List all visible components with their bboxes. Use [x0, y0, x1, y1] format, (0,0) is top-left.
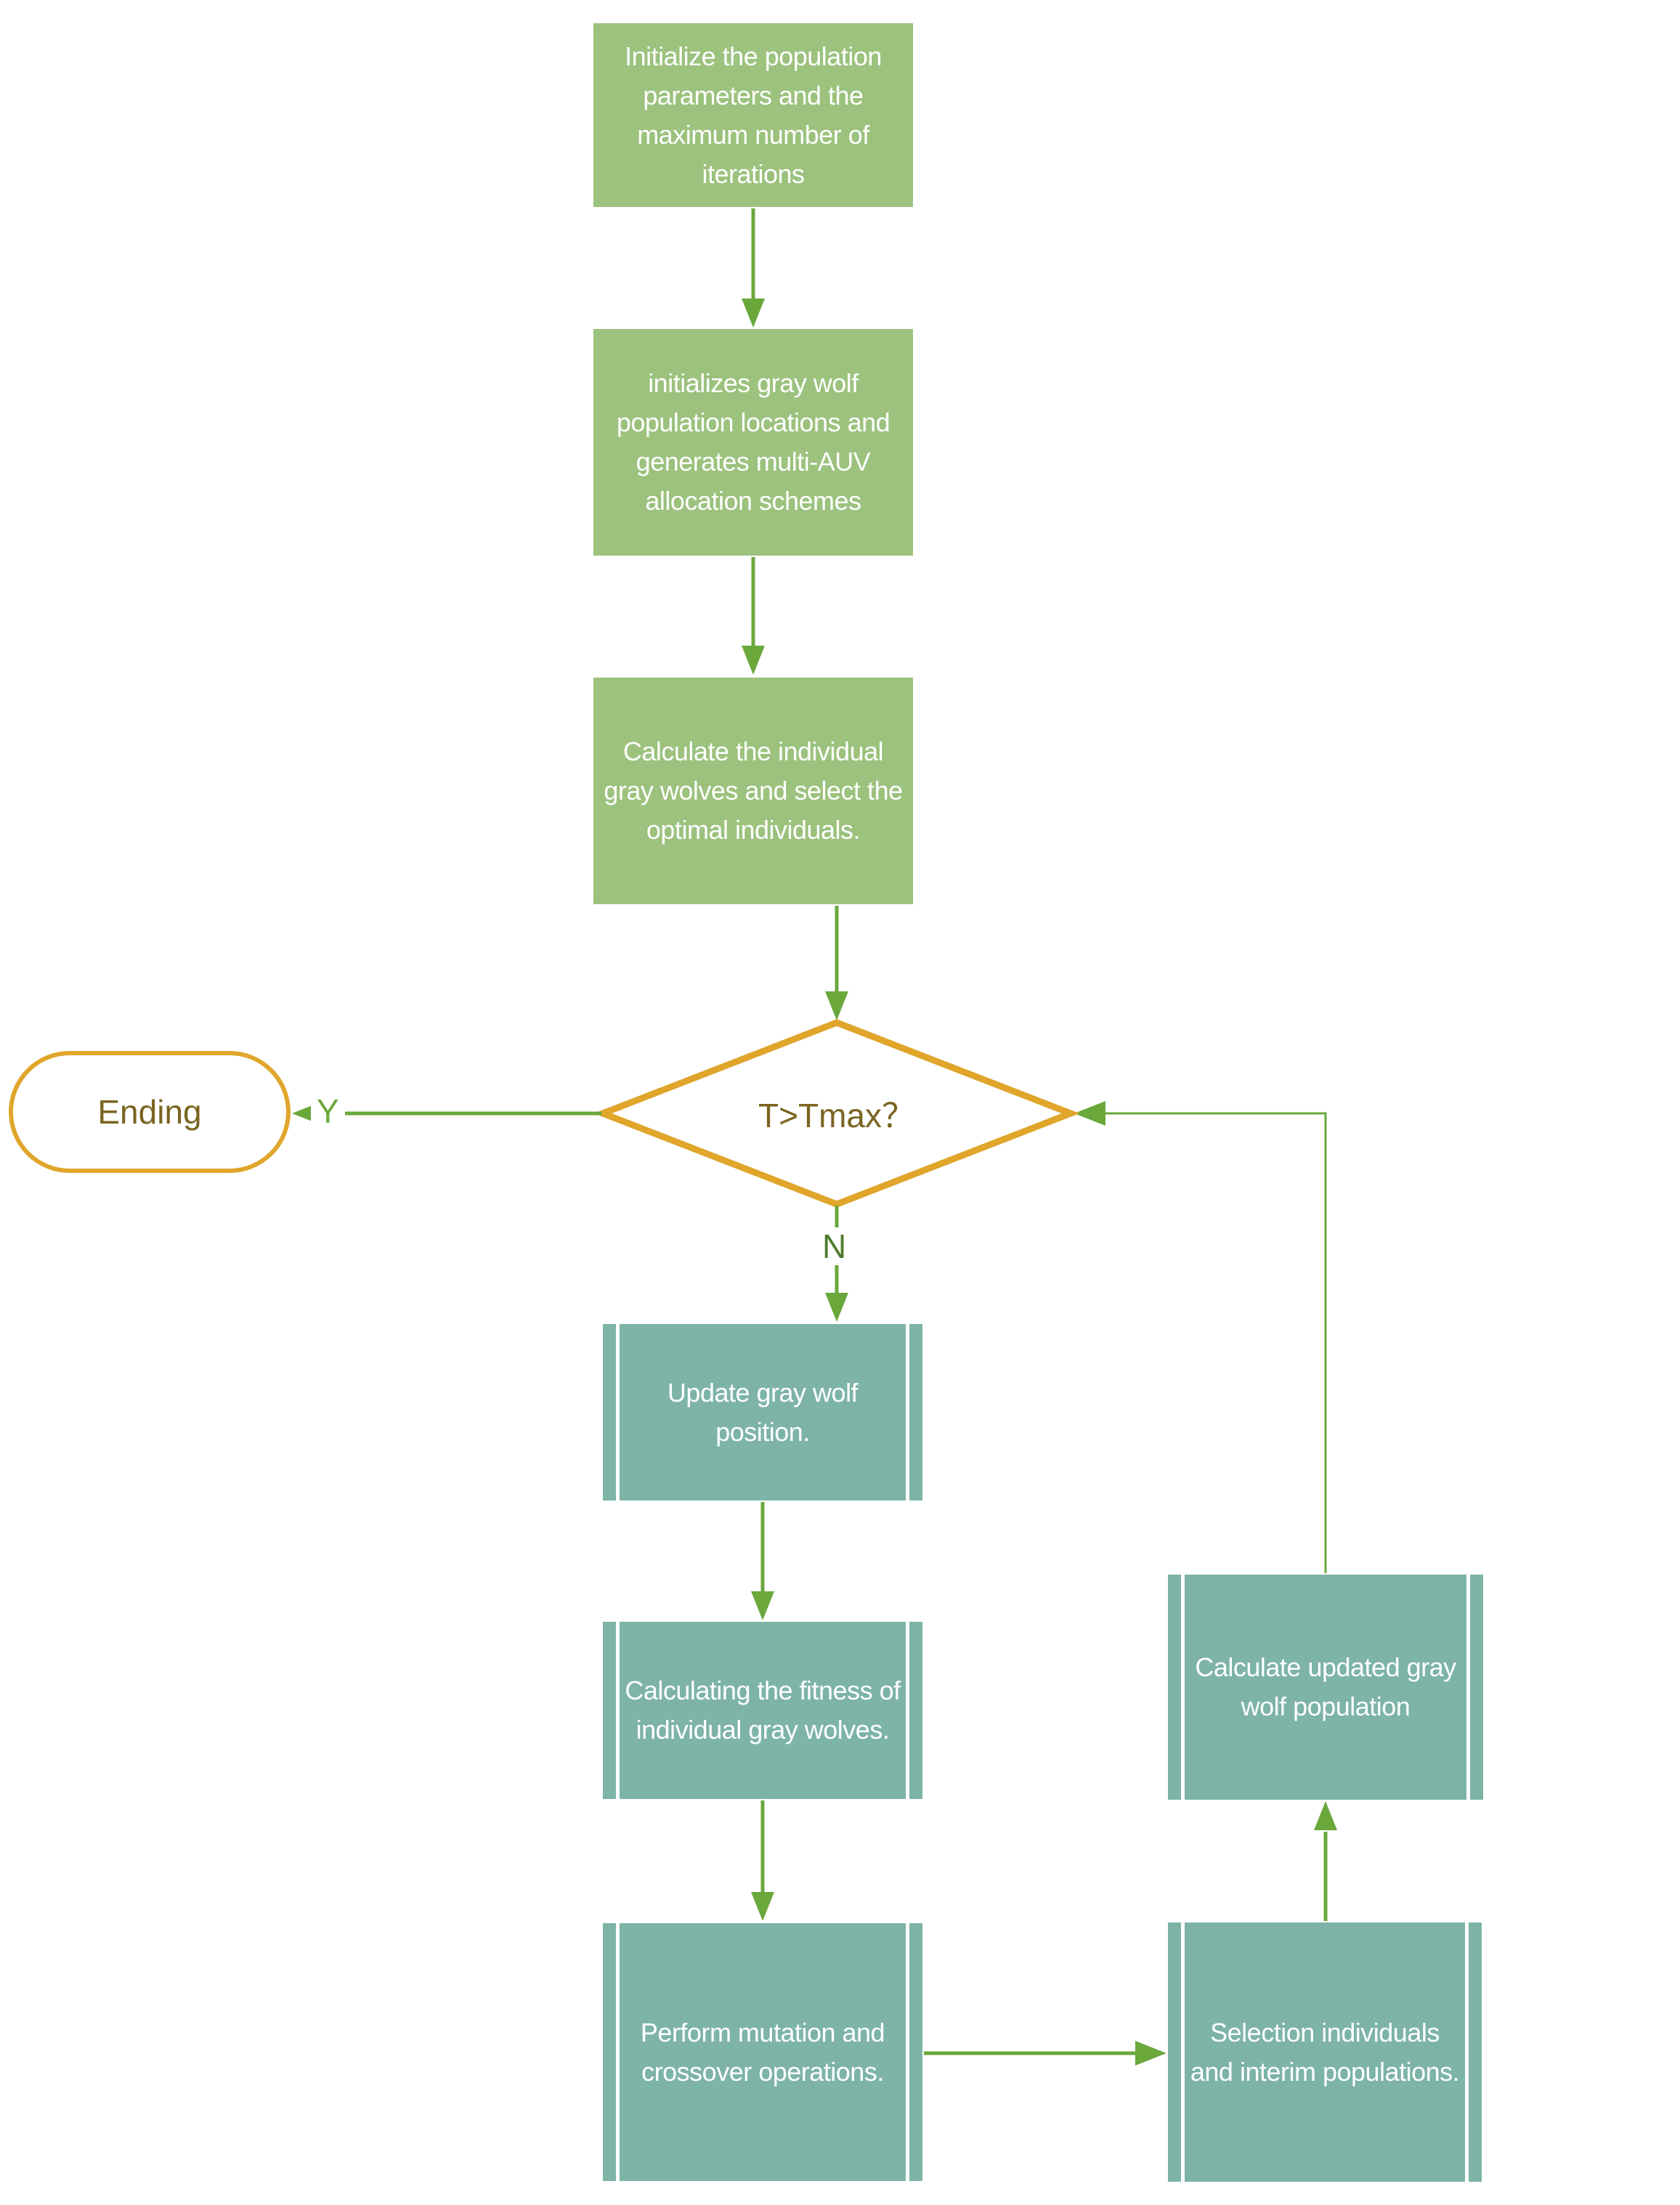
- arrowhead-down-icon: [825, 1293, 848, 1322]
- arrowhead-down-icon: [751, 1591, 774, 1620]
- node-calculate-updated-population-label: Calculate updated gray wolf population: [1195, 1652, 1456, 1721]
- node-ending: Ending: [9, 1051, 291, 1173]
- node-selection-individuals-label: Selection individuals and interim popula…: [1190, 2017, 1460, 2087]
- node-update-position-label: Update gray wolf position.: [667, 1377, 859, 1447]
- node-selection-individuals: Selection individuals and interim popula…: [1168, 1922, 1482, 2182]
- node-decision-t-tmax: T>Tmax？: [758, 1097, 915, 1134]
- node-calculate-fitness: Calculating the fitness of individual gr…: [603, 1622, 922, 1799]
- arrowhead-down-icon: [825, 991, 848, 1020]
- subroutine-side-bar: [1181, 1922, 1185, 2182]
- node-initialize-wolf-population: initializes gray wolf population locatio…: [593, 329, 913, 556]
- subroutine-side-bar: [906, 1324, 909, 1501]
- connector-update-to-fitness: [751, 1502, 774, 1620]
- connector-fitness-to-mutation: [751, 1800, 774, 1921]
- arrowhead-down-icon: [742, 646, 765, 675]
- node-update-position: Update gray wolf position.: [603, 1324, 922, 1501]
- node-mutation-crossover: Perform mutation and crossover operation…: [603, 1923, 922, 2181]
- connector-initialize-to-wolf-population: [742, 208, 765, 328]
- connector-calculate-to-decision: [825, 906, 848, 1020]
- node-calculate-fitness-label: Calculating the fitness of individual gr…: [625, 1676, 901, 1745]
- connector-updated-population-to-decision: [1074, 1101, 1327, 1573]
- subroutine-side-bar: [906, 1622, 909, 1799]
- edge-label-no: N: [816, 1227, 853, 1265]
- arrowhead-up-icon: [1314, 1801, 1337, 1830]
- connector-wolf-population-to-calculate: [742, 557, 765, 675]
- subroutine-side-bar: [616, 1324, 620, 1501]
- edge-label-yes: Y: [311, 1092, 345, 1130]
- arrowhead-left-icon: [1074, 1101, 1105, 1126]
- node-calculate-updated-population: Calculate updated gray wolf population: [1168, 1575, 1483, 1800]
- arrowhead-right-icon: [1135, 2041, 1166, 2066]
- subroutine-side-bar: [1466, 1575, 1470, 1800]
- subroutine-side-bar: [616, 1622, 620, 1799]
- subroutine-side-bar: [1181, 1575, 1185, 1800]
- node-initialize-parameters: Initialize the population parameters and…: [593, 23, 913, 207]
- arrowhead-down-icon: [742, 299, 765, 328]
- node-calculate-individuals: Calculate the individual gray wolves and…: [593, 678, 913, 904]
- decision-diamond-shape: [593, 1019, 1080, 1208]
- connector-mutation-to-selection: [924, 2041, 1166, 2066]
- subroutine-side-bar: [906, 1923, 909, 2181]
- subroutine-side-bar: [616, 1923, 620, 2181]
- connector-selection-to-updated-population: [1314, 1801, 1337, 1921]
- arrowhead-down-icon: [751, 1892, 774, 1921]
- subroutine-side-bar: [1465, 1922, 1469, 2182]
- node-mutation-crossover-label: Perform mutation and crossover operation…: [640, 2017, 885, 2087]
